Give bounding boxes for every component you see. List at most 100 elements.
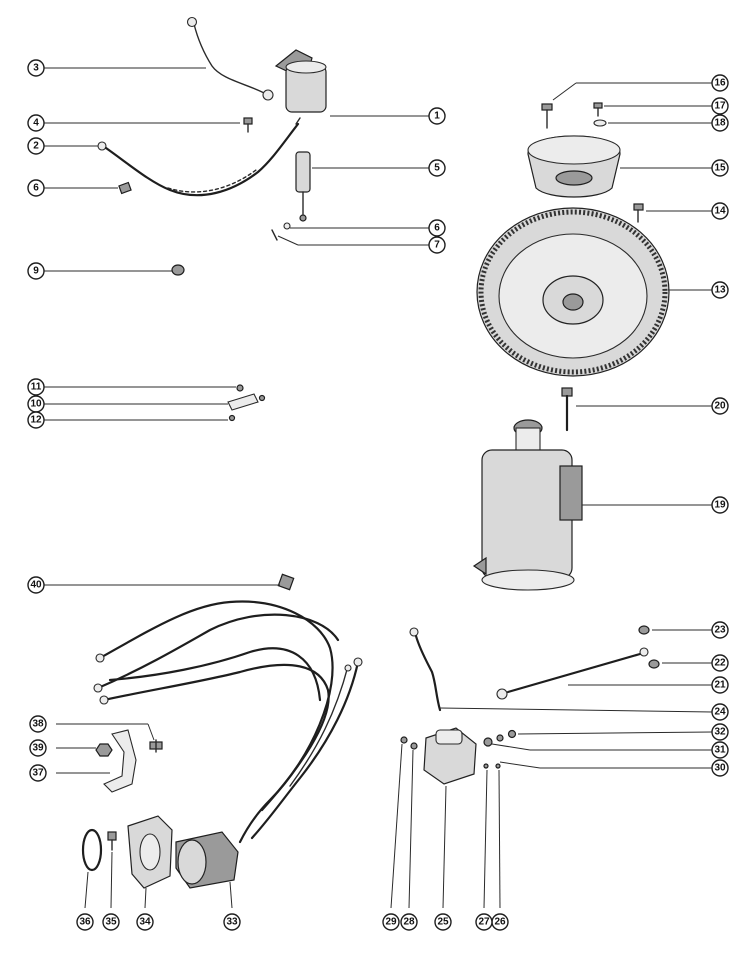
callout-6-right: 6 bbox=[428, 219, 446, 237]
svg-text:11: 11 bbox=[31, 382, 42, 393]
callout-4: 4 bbox=[27, 114, 45, 132]
svg-text:2: 2 bbox=[33, 141, 39, 152]
callout-1: 1 bbox=[428, 107, 446, 125]
svg-text:24: 24 bbox=[714, 707, 726, 718]
callout-25: 25 bbox=[434, 913, 452, 931]
callout-35: 35 bbox=[102, 913, 120, 931]
cable-24-illustration bbox=[409, 627, 442, 712]
callout-5: 5 bbox=[428, 159, 446, 177]
svg-text:23: 23 bbox=[714, 625, 726, 636]
callout-15: 15 bbox=[711, 159, 729, 177]
svg-text:39: 39 bbox=[32, 743, 44, 754]
svg-text:9: 9 bbox=[33, 266, 39, 277]
svg-text:4: 4 bbox=[33, 118, 39, 129]
leader-lines bbox=[44, 67, 713, 909]
battery-cable-21-illustration bbox=[496, 625, 660, 700]
callout-20: 20 bbox=[711, 397, 729, 415]
connector-40-illustration bbox=[277, 573, 295, 591]
svg-text:29: 29 bbox=[385, 917, 397, 928]
condenser-illustration bbox=[295, 151, 311, 222]
grommet-plate-34-illustration bbox=[127, 815, 173, 889]
callout-32: 32 bbox=[711, 723, 729, 741]
svg-text:18: 18 bbox=[714, 118, 726, 129]
nut-8-illustration bbox=[118, 181, 132, 195]
callout-30: 30 bbox=[711, 759, 729, 777]
svg-text:20: 20 bbox=[714, 401, 726, 412]
callout-37: 37 bbox=[29, 764, 47, 782]
nut-9-illustration bbox=[171, 264, 185, 276]
bracket-37-illustration bbox=[103, 729, 137, 793]
callout-23: 23 bbox=[711, 621, 729, 639]
svg-text:14: 14 bbox=[714, 206, 726, 217]
svg-text:15: 15 bbox=[714, 163, 726, 174]
callout-6-left: 6 bbox=[27, 179, 45, 197]
svg-text:37: 37 bbox=[32, 768, 44, 779]
svg-text:35: 35 bbox=[105, 917, 117, 928]
nut-39-illustration bbox=[95, 743, 113, 757]
svg-text:6: 6 bbox=[434, 223, 440, 234]
svg-text:13: 13 bbox=[714, 285, 726, 296]
callout-24: 24 bbox=[711, 703, 729, 721]
callout-11: 11 bbox=[27, 378, 45, 396]
screw-14-illustration bbox=[633, 203, 644, 223]
screw-38-illustration bbox=[149, 739, 163, 753]
svg-text:38: 38 bbox=[32, 719, 44, 730]
callout-33: 33 bbox=[223, 913, 241, 931]
svg-text:33: 33 bbox=[226, 917, 238, 928]
svg-text:1: 1 bbox=[434, 111, 440, 122]
ground-strap-illustration bbox=[186, 16, 274, 101]
starter-solenoid-illustration bbox=[400, 727, 517, 785]
callout-29: 29 bbox=[382, 913, 400, 931]
svg-text:5: 5 bbox=[434, 163, 440, 174]
svg-text:25: 25 bbox=[437, 917, 449, 928]
callout-12: 12 bbox=[27, 411, 45, 429]
svg-text:17: 17 bbox=[714, 101, 726, 112]
svg-text:32: 32 bbox=[714, 727, 726, 738]
callout-13: 13 bbox=[711, 281, 729, 299]
svg-text:36: 36 bbox=[79, 917, 91, 928]
callout-31: 31 bbox=[711, 741, 729, 759]
callout-39: 39 bbox=[29, 739, 47, 757]
svg-text:21: 21 bbox=[714, 680, 726, 691]
callout-14: 14 bbox=[711, 202, 729, 220]
o-ring-36-illustration bbox=[81, 828, 103, 872]
svg-text:12: 12 bbox=[30, 415, 42, 426]
svg-text:6: 6 bbox=[33, 183, 39, 194]
callout-40: 40 bbox=[27, 576, 45, 594]
svg-text:40: 40 bbox=[30, 580, 42, 591]
callout-26: 26 bbox=[491, 913, 509, 931]
screws-16-17-illustration bbox=[541, 102, 607, 129]
callout-19: 19 bbox=[711, 496, 729, 514]
svg-text:3: 3 bbox=[33, 63, 39, 74]
wiring-harness-illustration bbox=[93, 600, 363, 889]
callout-7: 7 bbox=[428, 236, 446, 254]
svg-text:28: 28 bbox=[403, 917, 415, 928]
flywheel-illustration bbox=[476, 207, 670, 377]
callout-17: 17 bbox=[711, 97, 729, 115]
svg-text:34: 34 bbox=[139, 917, 151, 928]
screw-4-illustration bbox=[243, 117, 253, 133]
washer-6-illustration bbox=[283, 222, 291, 230]
callout-10: 10 bbox=[27, 395, 45, 413]
svg-text:7: 7 bbox=[434, 240, 440, 251]
callout-16: 16 bbox=[711, 74, 729, 92]
svg-text:19: 19 bbox=[714, 500, 726, 511]
hub-15-illustration bbox=[527, 135, 621, 198]
terminal-parts-illustration bbox=[227, 384, 266, 422]
callout-22: 22 bbox=[711, 654, 729, 672]
callout-38: 38 bbox=[29, 715, 47, 733]
callout-21: 21 bbox=[711, 676, 729, 694]
starter-motor-illustration bbox=[472, 419, 583, 591]
callout-2: 2 bbox=[27, 137, 45, 155]
cable-2-illustration bbox=[97, 122, 300, 197]
svg-text:10: 10 bbox=[30, 399, 42, 410]
svg-text:31: 31 bbox=[714, 745, 726, 756]
callout-27: 27 bbox=[475, 913, 493, 931]
svg-text:22: 22 bbox=[714, 658, 726, 669]
callout-3: 3 bbox=[27, 59, 45, 77]
svg-text:30: 30 bbox=[714, 763, 726, 774]
screw-35-illustration bbox=[107, 831, 117, 851]
bolt-20-illustration bbox=[561, 387, 573, 432]
svg-text:16: 16 bbox=[714, 78, 726, 89]
